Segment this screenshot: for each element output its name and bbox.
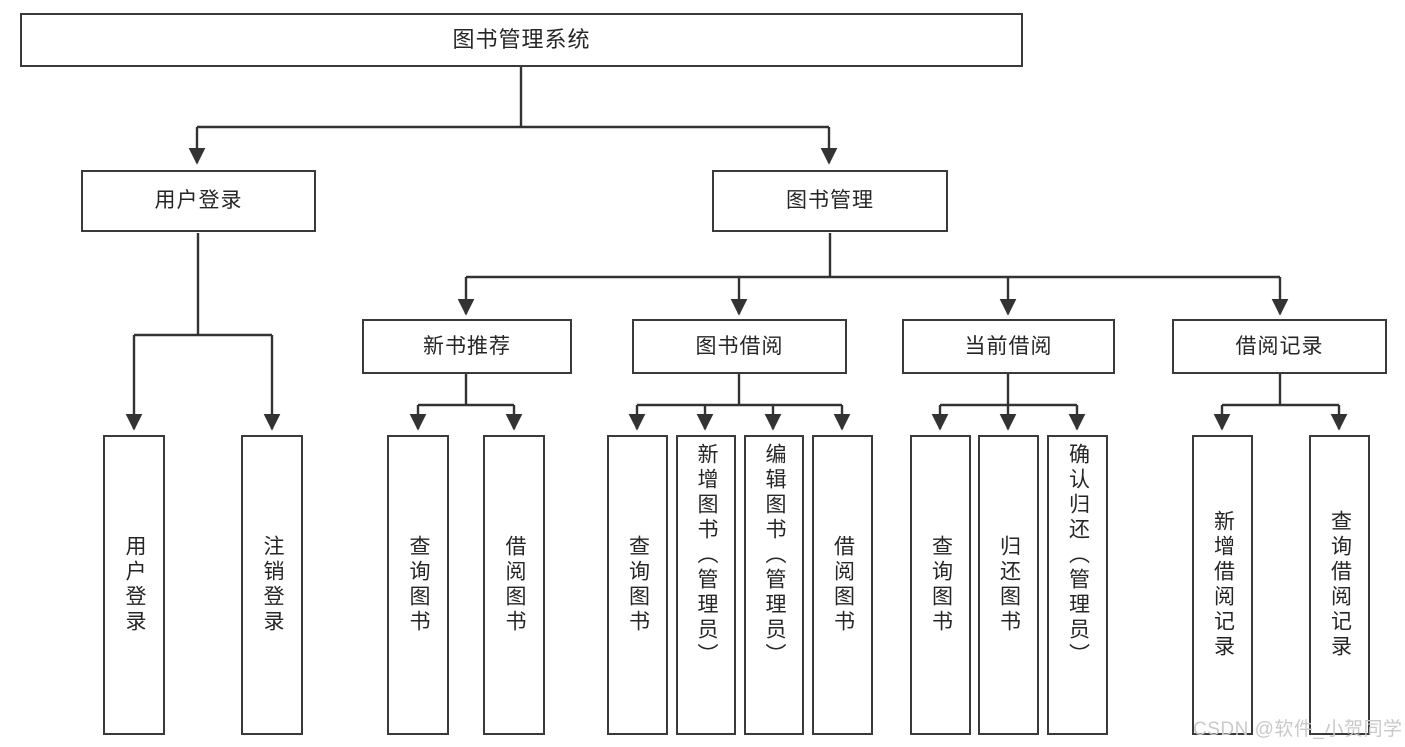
node-leaf-query-book-2-label: 查询图书 xyxy=(626,535,650,635)
node-leaf-add-book-admin[interactable]: 新增图书（管理员） xyxy=(676,435,736,735)
node-leaf-query-book-2[interactable]: 查询图书 xyxy=(607,435,668,735)
node-leaf-add-record[interactable]: 新增借阅记录 xyxy=(1192,435,1253,735)
node-book-borrow[interactable]: 图书借阅 xyxy=(632,319,847,374)
node-leaf-borrow-book-1-label: 借阅图书 xyxy=(503,535,527,635)
node-leaf-borrow-book-1[interactable]: 借阅图书 xyxy=(483,435,545,735)
node-leaf-confirm-return-admin-label: 确认归还（管理员） xyxy=(1066,443,1090,668)
node-leaf-logout[interactable]: 注销登录 xyxy=(241,435,303,735)
node-leaf-query-book-1-label: 查询图书 xyxy=(407,535,431,635)
node-new-book-rec[interactable]: 新书推荐 xyxy=(362,319,572,374)
node-user-login[interactable]: 用户登录 xyxy=(81,170,316,232)
node-leaf-add-book-admin-label: 新增图书（管理员） xyxy=(695,443,719,668)
node-leaf-logout-label: 注销登录 xyxy=(261,535,285,635)
node-leaf-edit-book-admin[interactable]: 编辑图书（管理员） xyxy=(744,435,804,735)
csdn-watermark: CSDN @软件_小贺同学 xyxy=(1193,719,1403,740)
node-leaf-borrow-book-2-label: 借阅图书 xyxy=(831,535,855,635)
node-new-book-rec-label: 新书推荐 xyxy=(423,334,511,358)
node-leaf-query-record-label: 查询借阅记录 xyxy=(1328,510,1352,660)
node-book-manage-label: 图书管理 xyxy=(786,189,874,213)
node-user-login-label: 用户登录 xyxy=(154,189,243,213)
node-leaf-add-record-label: 新增借阅记录 xyxy=(1211,510,1235,660)
node-leaf-user-login-label: 用户登录 xyxy=(123,535,147,635)
node-leaf-query-book-1[interactable]: 查询图书 xyxy=(387,435,449,735)
node-root-label: 图书管理系统 xyxy=(452,26,591,52)
node-leaf-user-login[interactable]: 用户登录 xyxy=(103,435,165,735)
node-leaf-return-book[interactable]: 归还图书 xyxy=(978,435,1039,735)
node-leaf-borrow-book-2[interactable]: 借阅图书 xyxy=(812,435,873,735)
node-root[interactable]: 图书管理系统 xyxy=(20,13,1023,67)
node-current-borrow-label: 当前借阅 xyxy=(964,334,1053,358)
node-leaf-confirm-return-admin[interactable]: 确认归还（管理员） xyxy=(1047,435,1108,735)
node-leaf-edit-book-admin-label: 编辑图书（管理员） xyxy=(763,443,787,668)
node-borrow-record-label: 借阅记录 xyxy=(1235,334,1324,358)
node-borrow-record[interactable]: 借阅记录 xyxy=(1172,319,1387,374)
node-current-borrow[interactable]: 当前借阅 xyxy=(902,319,1115,374)
node-leaf-query-book-3-label: 查询图书 xyxy=(929,535,953,635)
node-leaf-query-book-3[interactable]: 查询图书 xyxy=(910,435,971,735)
node-book-borrow-label: 图书借阅 xyxy=(695,334,784,358)
node-book-manage[interactable]: 图书管理 xyxy=(712,170,948,232)
node-leaf-return-book-label: 归还图书 xyxy=(997,535,1021,635)
node-leaf-query-record[interactable]: 查询借阅记录 xyxy=(1309,435,1370,735)
